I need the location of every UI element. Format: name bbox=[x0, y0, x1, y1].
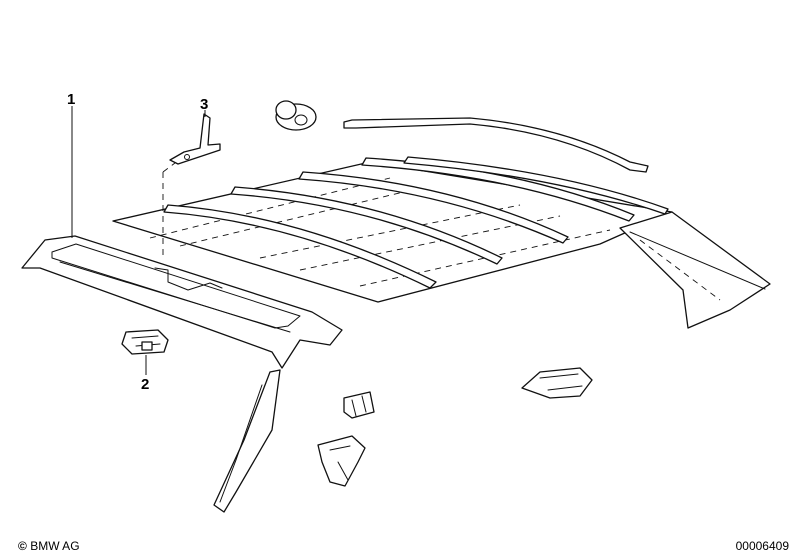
copyright-text: BMW AG bbox=[30, 539, 80, 553]
headliner bbox=[112, 156, 673, 303]
document-number: 00006409 bbox=[735, 539, 789, 553]
copyright-notice: © BMW AG bbox=[18, 539, 80, 553]
callout-1: 1 bbox=[67, 91, 75, 108]
front-trim-panel bbox=[21, 235, 343, 369]
clip-left bbox=[343, 391, 375, 419]
clip-lower bbox=[317, 435, 366, 487]
bracket bbox=[169, 113, 221, 165]
rear-side-panel bbox=[619, 211, 771, 329]
callout-2: 2 bbox=[141, 376, 149, 393]
callout-3: 3 bbox=[200, 96, 208, 113]
trim-strip bbox=[343, 117, 649, 173]
copyright-symbol: © bbox=[18, 539, 27, 553]
leader-lines bbox=[71, 106, 206, 375]
interior-light bbox=[121, 329, 169, 355]
grommet bbox=[275, 100, 317, 131]
clip-right bbox=[521, 367, 593, 399]
a-pillar-trim bbox=[213, 369, 281, 513]
